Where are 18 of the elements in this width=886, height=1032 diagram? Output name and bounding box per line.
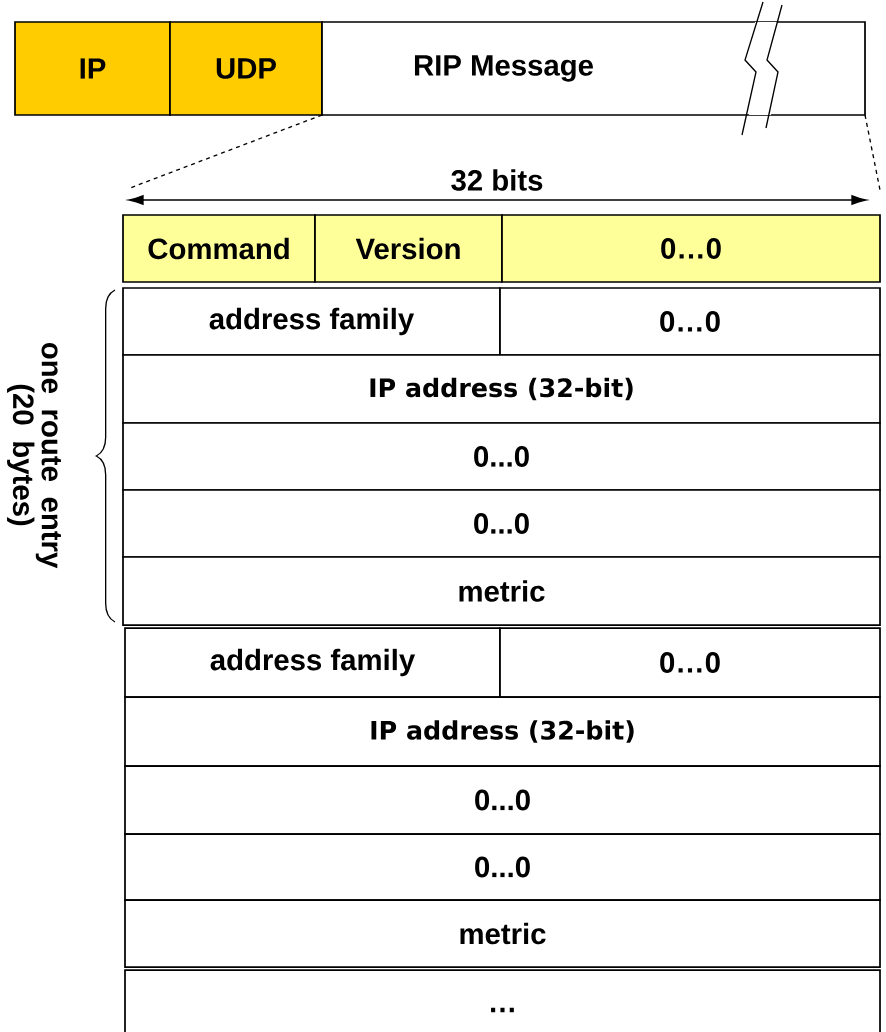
- field-cell: 0…0: [499, 287, 881, 356]
- field-cell: address family: [122, 287, 501, 356]
- field-cell: 0...0: [124, 833, 881, 901]
- field-cell: …: [124, 969, 881, 1032]
- field-cell: address family: [124, 627, 501, 698]
- dimension-label: 32 bits: [451, 169, 543, 191]
- field-cell: 0...0: [124, 765, 881, 835]
- header-box: UDP: [169, 21, 323, 116]
- field-cell: metric: [122, 556, 881, 626]
- brace-label: one route entry (20 bytes): [7, 342, 61, 569]
- header-box: IP: [14, 21, 171, 116]
- header-box: RIP Message: [321, 21, 866, 116]
- field-cell: 0...0: [122, 422, 881, 491]
- field-cell: 0…0: [499, 627, 881, 698]
- field-cell: metric: [124, 899, 881, 968]
- field-cell: 0...0: [122, 489, 881, 558]
- field-cell: Command: [122, 214, 316, 283]
- field-cell: Version: [314, 214, 503, 283]
